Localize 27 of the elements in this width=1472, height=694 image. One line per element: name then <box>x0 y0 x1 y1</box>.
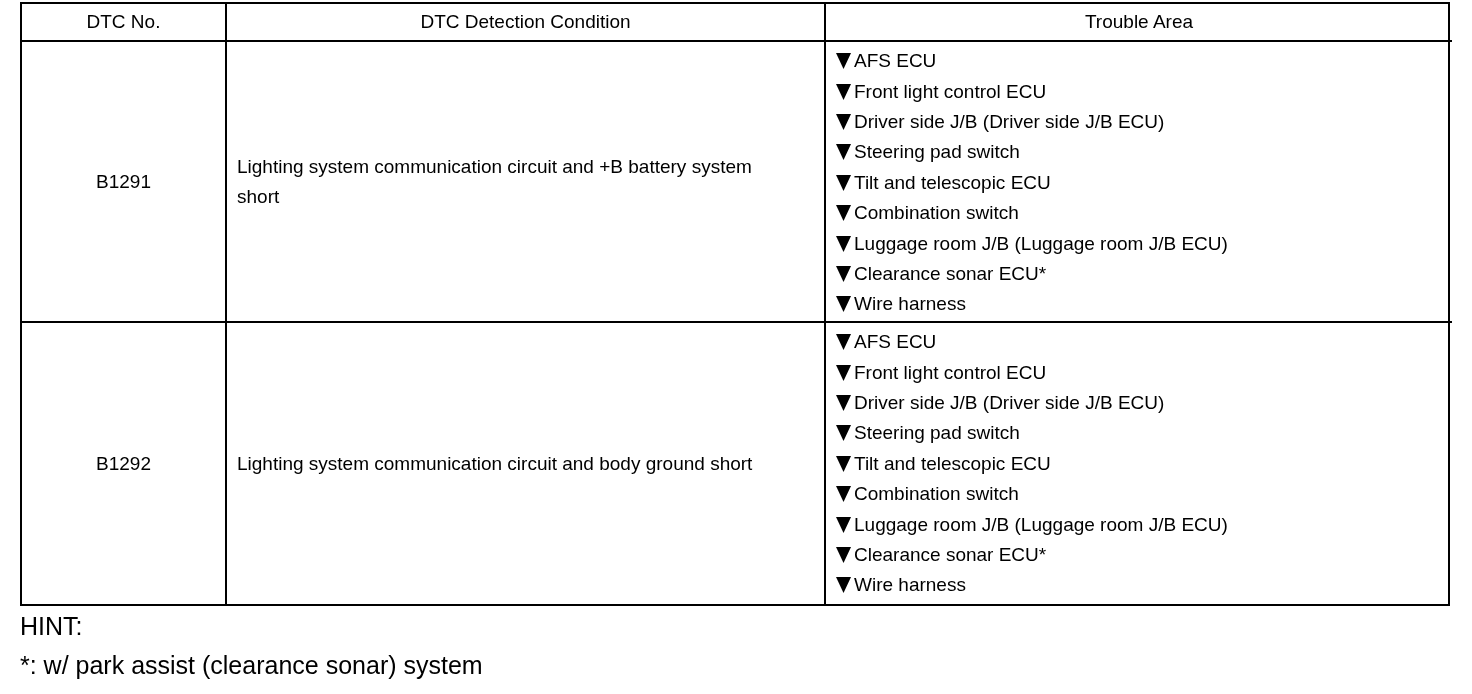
list-item-text: Wire harness <box>854 574 966 597</box>
column-header: DTC No. <box>86 11 161 33</box>
table-cell-text: B1292 <box>96 452 151 475</box>
hint-heading: HINT: <box>20 612 83 641</box>
list-item-text: Front light control ECU <box>854 361 1047 384</box>
list-item-text: Steering pad switch <box>854 422 1020 445</box>
list-item-text: Driver side J/B (Driver side J/B ECU) <box>854 110 1165 133</box>
list-item-text: Luggage room J/B (Luggage room J/B ECU) <box>854 513 1228 536</box>
list-item-text: Clearance sonar ECU* <box>854 262 1047 285</box>
table-cell-text: Lighting system communication circuit and body ground short <box>237 451 753 476</box>
list-item-text: AFS ECU <box>854 50 937 73</box>
list-item-text: Wire harness <box>854 293 966 316</box>
list-item-text: Clearance sonar ECU* <box>854 543 1047 566</box>
table-cell-text: B1291 <box>96 170 151 193</box>
column-header: Trouble Area <box>1084 11 1194 33</box>
list-item-text: Driver side J/B (Driver side J/B ECU) <box>854 391 1165 414</box>
footnote-text: *: w/ park assist (clearance sonar) system <box>20 651 483 680</box>
list-item-text: Tilt and telescopic ECU <box>854 171 1051 194</box>
list-item-text: Combination switch <box>854 202 1019 225</box>
column-header: DTC Detection Condition <box>420 11 631 33</box>
list-item-text: Combination switch <box>854 483 1019 506</box>
list-item-text: Steering pad switch <box>854 141 1020 164</box>
table-cell-text: Lighting system communication circuit and +B battery system short <box>237 154 753 209</box>
list-item-text: Luggage room J/B (Luggage room J/B ECU) <box>854 232 1228 255</box>
list-item-text: AFS ECU <box>854 331 937 354</box>
list-item-text: Front light control ECU <box>854 80 1047 103</box>
list-item-text: Tilt and telescopic ECU <box>854 452 1051 475</box>
